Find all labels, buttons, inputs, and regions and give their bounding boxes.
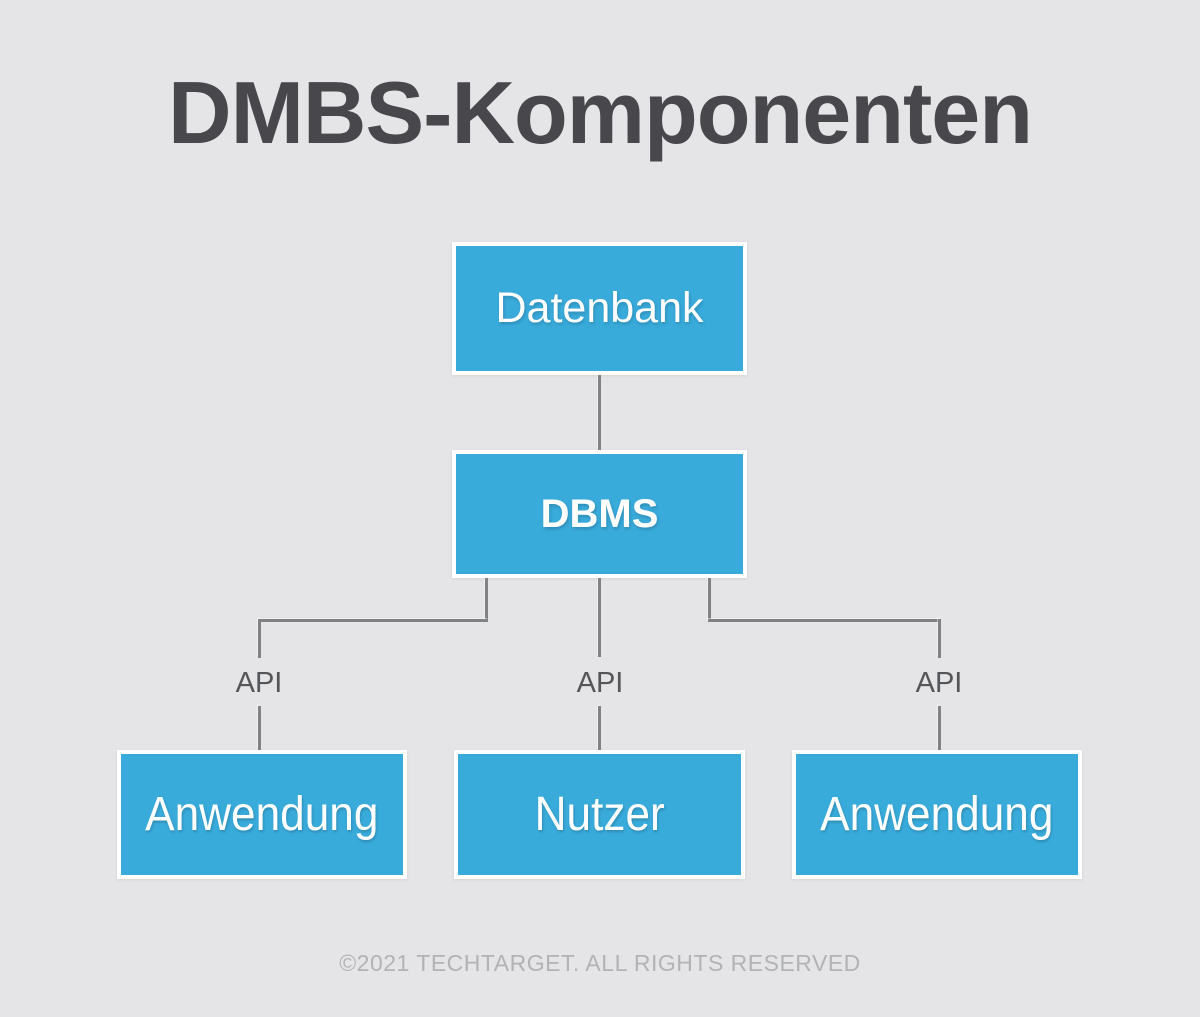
node-dbms-label: DBMS [540,491,659,536]
edge-dbms-anwendung-right-horizontal [708,619,941,622]
node-anwendung-left: Anwendung [117,750,407,879]
node-datenbank-label: Datenbank [495,284,704,332]
node-nutzer: Nutzer [454,750,745,879]
node-nutzer-label: Nutzer [534,788,665,841]
node-dbms: DBMS [452,450,747,578]
copyright-notice: ©2021 TECHTARGET. ALL RIGHTS RESERVED [339,950,861,976]
node-anwendung-left-label: Anwendung [145,788,379,841]
edge-dbms-anwendung-left-drop [485,578,488,621]
node-anwendung-right-label: Anwendung [820,788,1054,841]
edge-datenbank-dbms-line [598,375,601,450]
edge-label-api-right: API [915,667,963,699]
edge-dbms-anwendung-left-upper-stub [258,619,261,658]
page-title-text: DMBS-Komponenten [168,63,1033,162]
edge-dbms-nutzer-lower-stub [598,706,601,750]
edge-dbms-nutzer-upper-stub [598,578,601,657]
page-title: DMBS-Komponenten [0,62,1200,163]
node-datenbank: Datenbank [452,242,747,375]
edge-label-api-middle: API [576,667,624,699]
edge-dbms-anwendung-left-lower-stub [258,706,261,750]
node-anwendung-right: Anwendung [792,750,1082,879]
edge-dbms-anwendung-left-horizontal [258,619,488,622]
edge-dbms-anwendung-right-drop [708,578,711,621]
edge-dbms-anwendung-right-upper-stub [938,619,941,658]
edge-label-api-left: API [235,667,283,699]
edge-dbms-anwendung-right-lower-stub [938,706,941,750]
